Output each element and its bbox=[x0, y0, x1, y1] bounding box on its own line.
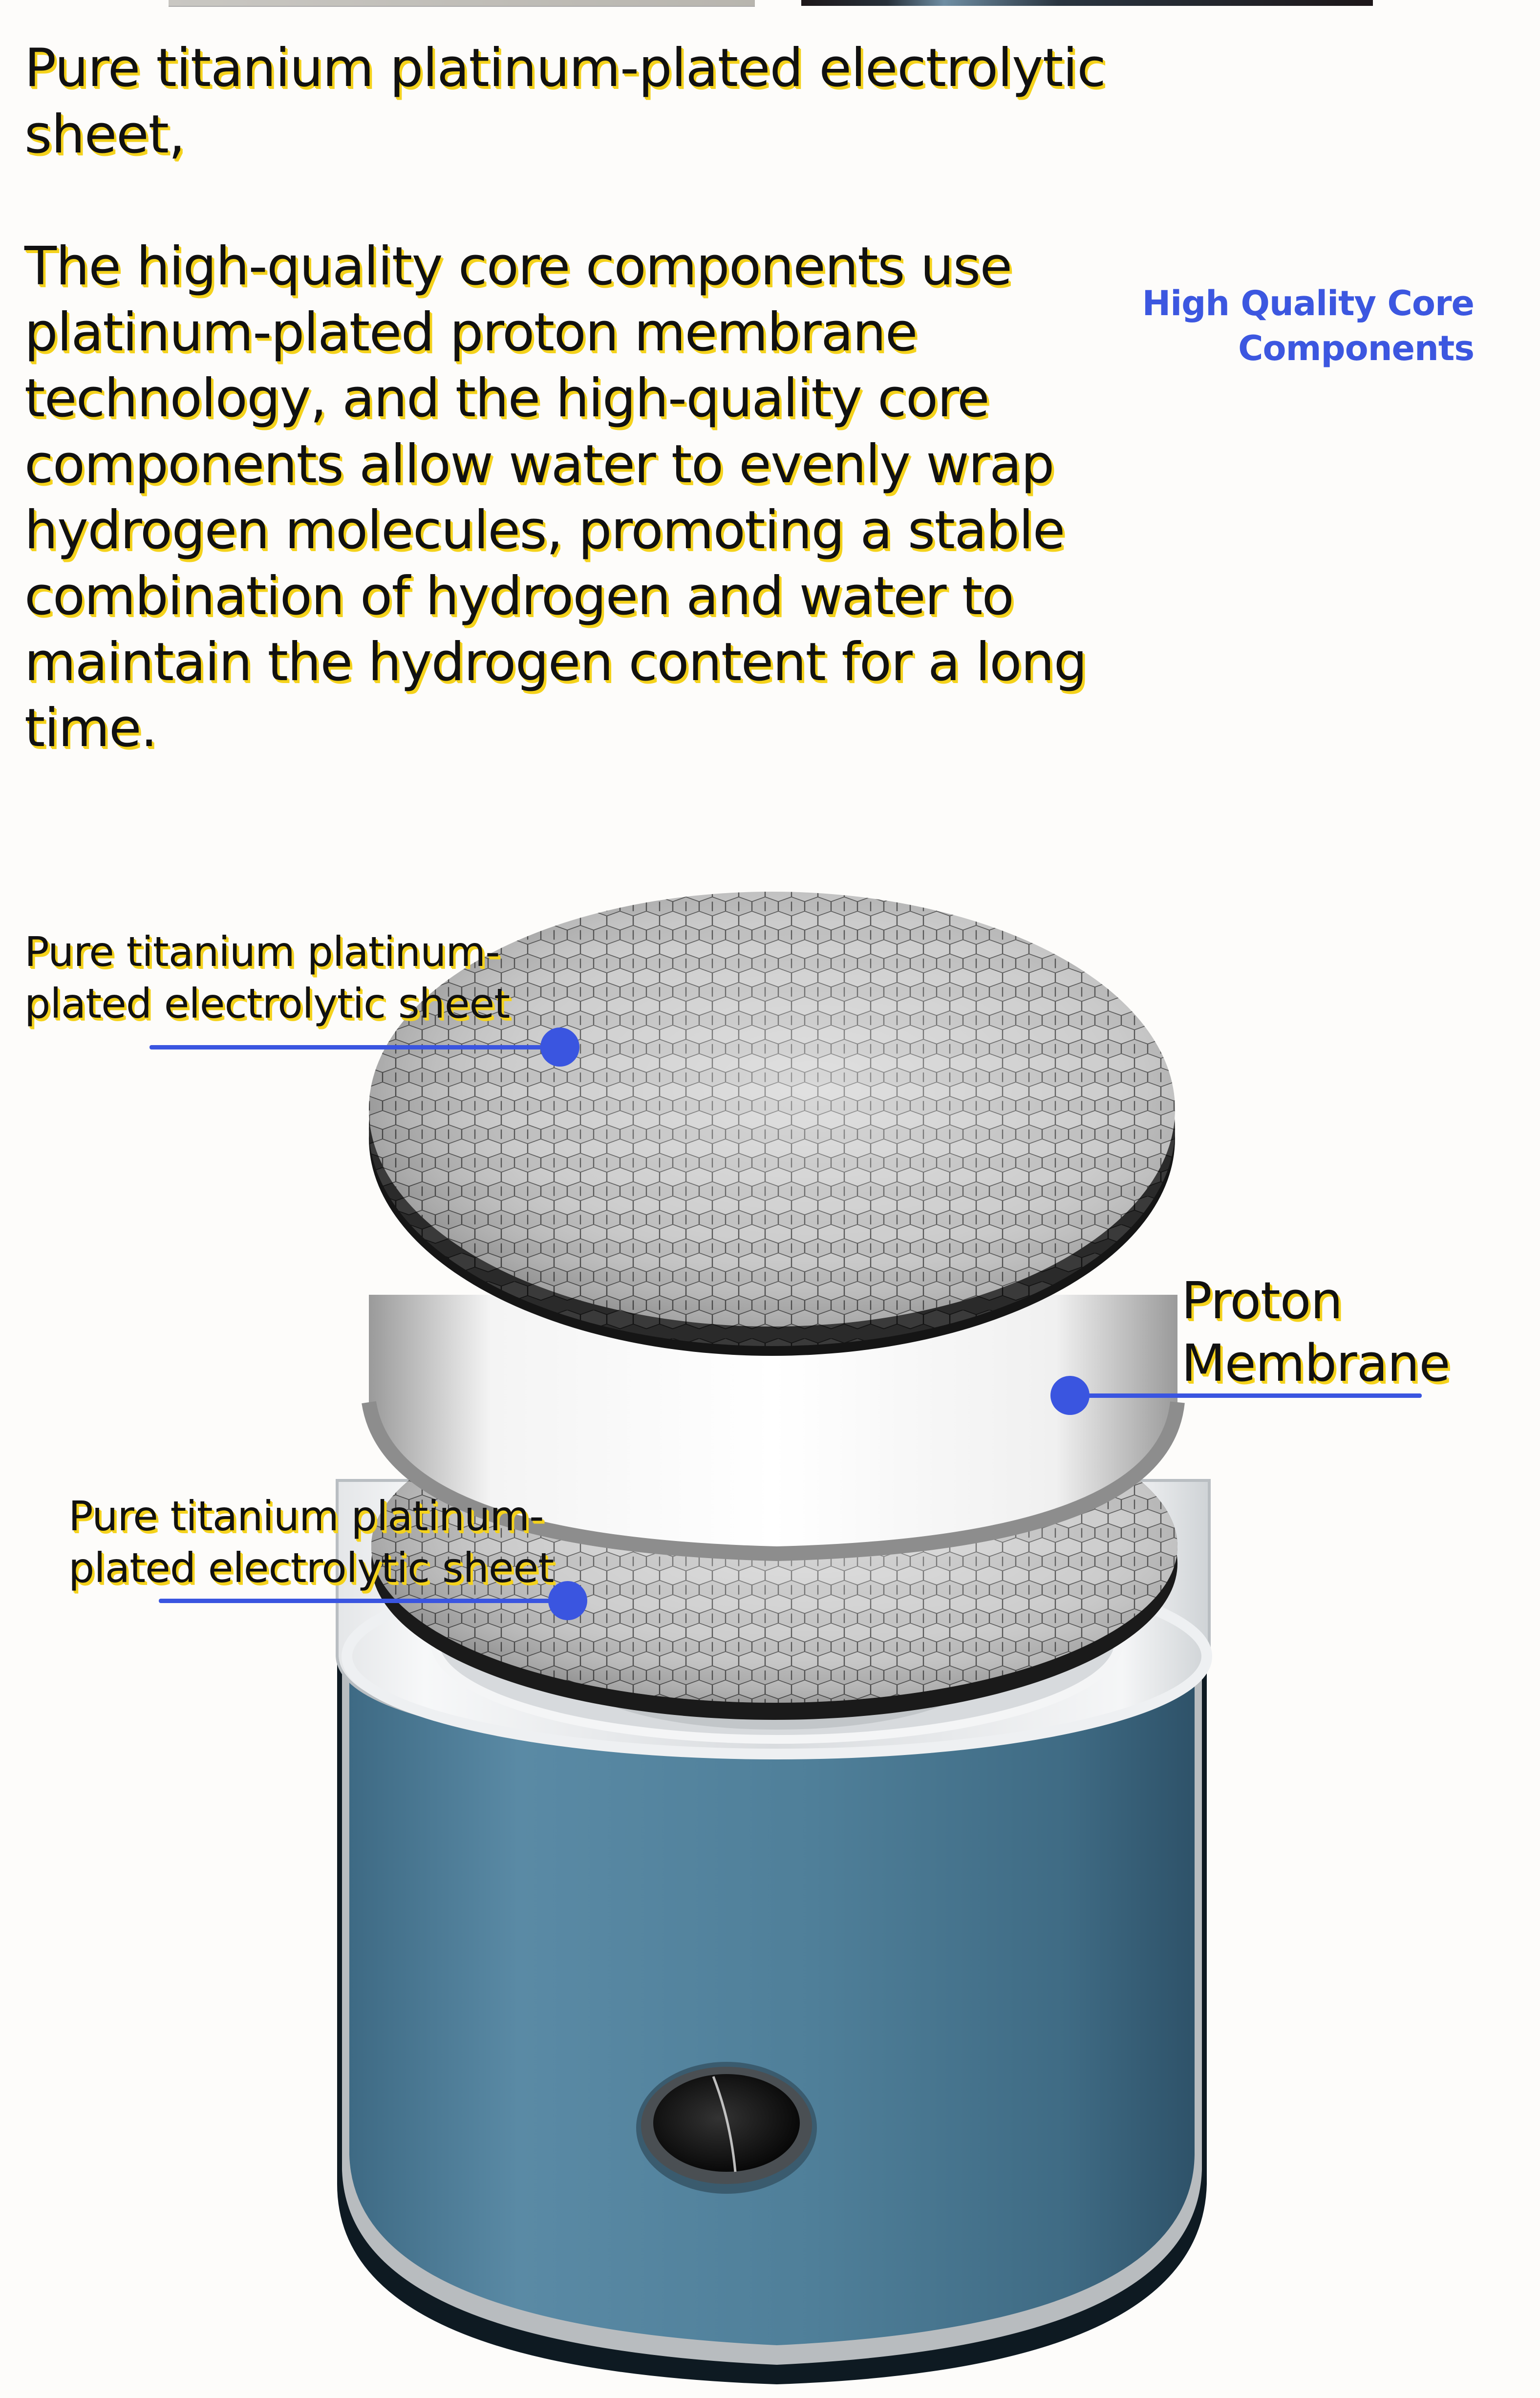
previous-image-strip-right bbox=[801, 0, 1373, 6]
callout-line: Pure titanium platinum- bbox=[68, 1492, 544, 1540]
side-title-line: High Quality Core bbox=[1142, 283, 1475, 323]
description-line: platinum-plated proton membrane bbox=[24, 302, 918, 363]
description-line: combination of hydrogen and water to bbox=[24, 566, 1014, 627]
side-title-line: Components bbox=[1238, 328, 1475, 368]
heading-line: Pure titanium platinum-plated electrolyt… bbox=[24, 38, 1106, 99]
callout-top-sheet-dot bbox=[540, 1028, 579, 1067]
previous-image-strip-left bbox=[169, 0, 755, 7]
description-paragraph: The high-quality core components use pla… bbox=[24, 234, 1158, 761]
callout-top-sheet-label: Pure titanium platinum- plated electroly… bbox=[24, 926, 510, 1029]
description-line: time. bbox=[24, 698, 157, 759]
power-button-icon bbox=[636, 2062, 817, 2194]
callout-top-sheet-leader-line bbox=[150, 1045, 560, 1049]
callout-line: Pure titanium platinum- bbox=[24, 928, 500, 976]
callout-bottom-sheet-leader-line bbox=[159, 1599, 579, 1603]
description-line: components allow water to evenly wrap bbox=[24, 434, 1054, 495]
callout-proton-membrane-leader-line bbox=[1070, 1393, 1422, 1398]
high-quality-core-components-title: High Quality Core Components bbox=[1142, 281, 1475, 371]
section-heading: Pure titanium platinum-plated electrolyt… bbox=[24, 35, 1148, 168]
heading-line: sheet, bbox=[24, 104, 185, 165]
callout-line: Membrane bbox=[1181, 1333, 1450, 1393]
callout-line: Proton bbox=[1181, 1271, 1343, 1330]
description-line: hydrogen molecules, promoting a stable bbox=[24, 500, 1065, 561]
callout-proton-membrane-dot bbox=[1050, 1376, 1090, 1415]
callout-line: plated electrolytic sheet bbox=[24, 980, 510, 1028]
description-line: maintain the hydrogen content for a long bbox=[24, 632, 1087, 693]
callout-bottom-sheet-dot bbox=[548, 1581, 587, 1620]
callout-bottom-sheet-label: Pure titanium platinum- plated electroly… bbox=[68, 1490, 554, 1594]
description-line: technology, and the high-quality core bbox=[24, 368, 990, 429]
proton-membrane bbox=[362, 1295, 1185, 1562]
callout-proton-membrane-label: Proton Membrane bbox=[1181, 1269, 1450, 1394]
top-electrolytic-sheet bbox=[369, 892, 1175, 1356]
cup-body bbox=[337, 1612, 1207, 2384]
callout-line: plated electrolytic sheet bbox=[68, 1544, 554, 1592]
description-line: The high-quality core components use bbox=[24, 236, 1012, 297]
